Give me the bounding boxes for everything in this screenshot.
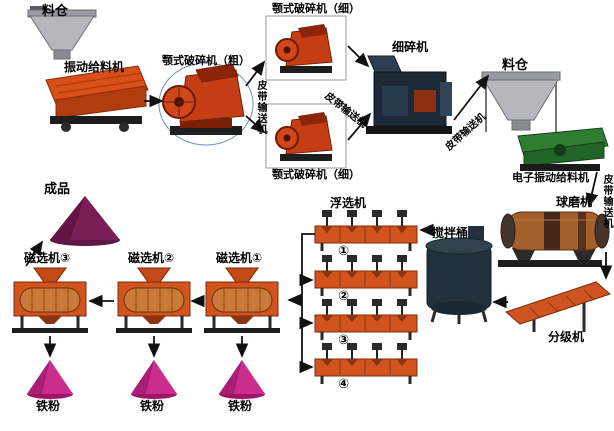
magnetic-separator-2-machine bbox=[114, 266, 194, 335]
flotation-cell-4-number: ④ bbox=[338, 376, 350, 391]
jaw-crusher-coarse-label: 颚式破碎机（粗） bbox=[162, 55, 250, 67]
flotation-machine-label: 浮选机 bbox=[330, 196, 367, 210]
jaw-crusher-fine-top-label: 颚式破碎机（细） bbox=[272, 3, 360, 15]
fine-crusher-machine bbox=[366, 55, 452, 134]
flotation-cell-1-number: ① bbox=[338, 243, 350, 258]
silo2-hopper bbox=[481, 71, 561, 132]
iron-powder-cone-3 bbox=[219, 360, 265, 399]
belt-conveyor-1-label: 皮带输送机 bbox=[255, 80, 266, 135]
magnetic-separator-1-machine bbox=[202, 266, 282, 335]
flotation-cell-3-number: ③ bbox=[338, 332, 350, 347]
silo1-label: 料仓 bbox=[42, 3, 69, 18]
fine-crusher-label: 细碎机 bbox=[392, 40, 429, 54]
iron-powder-3-label: 铁粉 bbox=[228, 399, 253, 413]
silo1-hopper bbox=[27, 6, 97, 60]
flotation-machine-3 bbox=[313, 297, 419, 342]
jaw-crusher-fine-bottom-box bbox=[265, 103, 347, 169]
jaw-crusher-coarse-machine bbox=[162, 63, 245, 135]
iron-powder-1-label: 铁粉 bbox=[36, 399, 61, 413]
vibrating-feeder-label: 振动给料机 bbox=[64, 60, 125, 74]
iron-powder-cone-1 bbox=[27, 360, 73, 399]
flotation-cell-2-number: ② bbox=[338, 288, 350, 303]
magnetic-separator-3-machine bbox=[10, 266, 90, 335]
flow-arrows bbox=[25, 45, 613, 374]
magnetic-separator-2-label: 磁选机② bbox=[128, 251, 175, 265]
jaw-crusher-fine-top-box bbox=[265, 15, 347, 81]
silo2-label: 料仓 bbox=[502, 57, 529, 72]
ball-mill-machine bbox=[498, 211, 610, 267]
magnetic-separator-3-label: 磁选机③ bbox=[24, 251, 71, 265]
iron-powder-cone-2 bbox=[131, 360, 177, 399]
belt-conveyor-4-label: 皮带输送机 bbox=[601, 174, 612, 229]
mixing-barrel-label: 搅拌桶 bbox=[432, 226, 469, 240]
vibrating-feeder-machine bbox=[45, 65, 149, 132]
electronic-vibrating-feeder-label: 电子振动给料机 bbox=[512, 172, 589, 184]
mixing-barrel-machine bbox=[425, 226, 493, 324]
classifier-machine bbox=[505, 281, 611, 332]
flotation-machine-4 bbox=[313, 341, 419, 386]
electronic-vibrating-feeder-machine bbox=[517, 127, 609, 171]
iron-powder-2-label: 铁粉 bbox=[140, 399, 165, 413]
finished-product-cone bbox=[50, 196, 120, 246]
classifier-label: 分级机 bbox=[548, 330, 585, 344]
magnetic-separator-1-label: 磁选机① bbox=[216, 251, 263, 265]
ball-mill-label: 球磨机 bbox=[556, 195, 593, 209]
jaw-crusher-fine-bottom-label: 颚式破碎机（细） bbox=[272, 169, 360, 181]
flotation-machine-1 bbox=[313, 208, 419, 253]
flotation-machine-2 bbox=[313, 253, 419, 298]
finished-product-label: 成品 bbox=[44, 181, 71, 196]
